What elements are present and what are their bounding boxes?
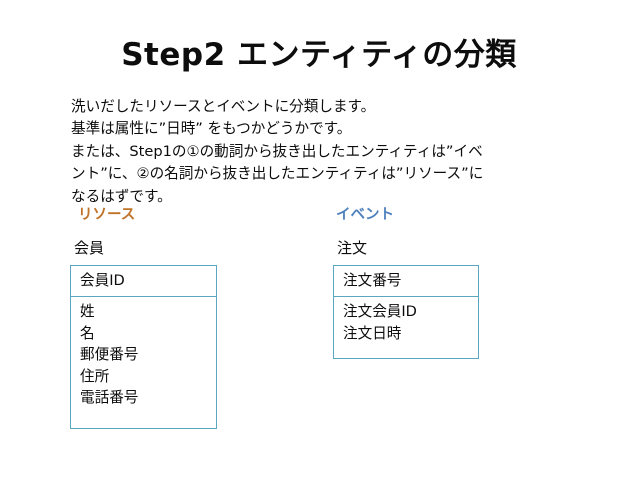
body-line-4: ント”に、②の名詞から抜き出したエンティティは”リソース”に (71, 165, 484, 183)
entity-box-member: 会員ID 姓 名 郵便番号 住所 電話番号 (70, 265, 217, 429)
category-label-resource: リソース (78, 207, 136, 223)
entity-attribute: 注文日時 (343, 324, 402, 342)
slide-title: Step2 エンティティの分類 (121, 37, 517, 73)
entity-key-attribute-order: 注文番号 (334, 266, 478, 297)
entity-attribute: 名 (80, 324, 95, 342)
category-label-event: イベント (336, 207, 394, 223)
entity-attribute-list-member: 姓 名 郵便番号 住所 電話番号 (71, 297, 216, 409)
entity-key-attribute-member: 会員ID (71, 266, 216, 297)
entity-attribute: 住所 (80, 367, 110, 385)
slide-body-text: 洗いだしたリソースとイベントに分類します。 基準は属性に”日時” をもつかどうか… (71, 96, 571, 208)
entity-attribute: 電話番号 (80, 389, 139, 406)
body-line-3: または、Step1の①の動詞から抜き出したエンティティは”イベ (71, 142, 483, 160)
entity-box-order: 注文番号 注文会員ID 注文日時 (333, 265, 479, 359)
entity-attribute: 姓 (80, 303, 95, 320)
body-line-1: 洗いだしたリソースとイベントに分類します。 (71, 98, 376, 115)
entity-attribute: 注文会員ID (343, 303, 417, 320)
body-line-5: なるはずです。 (71, 187, 172, 205)
entity-attribute: 郵便番号 (80, 346, 139, 363)
entity-attribute-list-order: 注文会員ID 注文日時 (334, 297, 478, 344)
entity-name-order: 注文 (337, 239, 368, 257)
entity-name-member: 会員 (74, 239, 105, 257)
body-line-2: 基準は属性に”日時” をもつかどうかです。 (71, 120, 352, 138)
